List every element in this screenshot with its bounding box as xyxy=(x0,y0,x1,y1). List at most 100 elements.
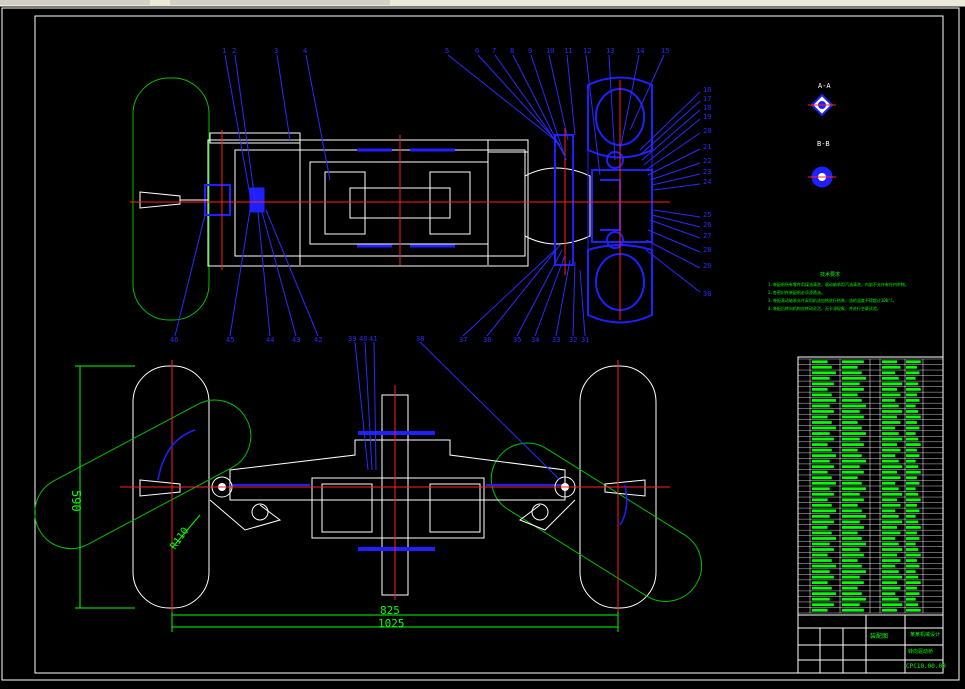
balloon-number: 1 xyxy=(222,47,226,55)
bom-cell-text xyxy=(906,476,917,480)
bom-cell-text xyxy=(882,470,897,474)
bom-cell-text xyxy=(842,426,862,430)
bom-cell-text xyxy=(842,476,858,480)
bom-cell-text xyxy=(812,432,830,435)
dimension-width-inner: 825 xyxy=(380,604,400,617)
bom-cell-text xyxy=(812,520,834,524)
bom-cell-text xyxy=(812,393,832,397)
bom-cell-text xyxy=(842,570,866,573)
bom-cell-text xyxy=(882,481,896,485)
bom-cell-text xyxy=(882,459,899,463)
bom-cell-text xyxy=(882,360,897,364)
bom-cell-text xyxy=(882,476,901,480)
bom-cell-text xyxy=(842,415,864,419)
bom-cell-text xyxy=(882,399,896,402)
bom-cell-text xyxy=(906,581,921,585)
bom-cell-text xyxy=(882,443,897,446)
bom-cell-text xyxy=(906,492,919,496)
steering-cylinder xyxy=(309,161,489,245)
bom-cell-text xyxy=(842,448,858,452)
balloon-number: 40 xyxy=(359,335,367,343)
bom-cell-text xyxy=(842,470,864,474)
bom-cell-text xyxy=(812,553,828,557)
bom-cell-text xyxy=(842,559,858,562)
bom-cell-text xyxy=(906,426,920,430)
bom-cell-text xyxy=(812,448,832,452)
bom-cell-text xyxy=(882,487,899,491)
bom-cell-text xyxy=(842,542,866,546)
bom-cell-text xyxy=(882,570,899,573)
bom-cell-text xyxy=(812,371,836,375)
dimension-height: 590 xyxy=(69,490,83,512)
bom-cell-text xyxy=(882,465,903,469)
bom-cell-text xyxy=(906,559,917,562)
bom-cell-text xyxy=(906,481,920,485)
bom-cell-text xyxy=(906,393,917,397)
balloon-number: 25 xyxy=(703,211,711,219)
bom-cell-text xyxy=(906,382,919,386)
bom-cell-text xyxy=(882,526,897,529)
bom-cell-text xyxy=(812,459,830,463)
bom-cell-text xyxy=(842,437,860,441)
bom-cell-text xyxy=(906,592,920,596)
balloon-number: 4 xyxy=(303,47,307,55)
bom-cell-text xyxy=(906,498,921,502)
bom-cell-text xyxy=(906,548,919,551)
bom-cell-text xyxy=(842,575,860,579)
bom-cell-text xyxy=(812,603,834,607)
note-line-3: 3.装配滚动轴承允许采用机油加热进行热装，油的温度不得超过100°C。 xyxy=(768,297,897,303)
bom-cell-text xyxy=(882,498,897,502)
bom-cell-text xyxy=(812,410,834,413)
balloon-number: 21 xyxy=(703,143,711,151)
bom-cell-text xyxy=(882,492,903,496)
notes-title: 技术要求 xyxy=(820,271,840,278)
bill-of-materials xyxy=(797,356,944,616)
balloon-number: 18 xyxy=(703,104,711,112)
toolbar-segment[interactable] xyxy=(170,0,390,5)
bom-cell-text xyxy=(812,421,832,424)
toolbar-segment[interactable] xyxy=(0,0,150,5)
bom-cell-text xyxy=(812,498,828,502)
bom-cell-text xyxy=(906,365,917,369)
bom-cell-text xyxy=(906,575,919,579)
outer-frame xyxy=(1,7,960,681)
bom-cell-text xyxy=(812,542,830,546)
balloon-number: 44 xyxy=(266,336,274,344)
inner-frame xyxy=(34,15,944,674)
bom-cell-text xyxy=(812,509,836,513)
bom-cell-text xyxy=(882,592,896,596)
balloon-number: 29 xyxy=(703,262,711,270)
bom-cell-text xyxy=(842,608,864,612)
bom-cell-text xyxy=(906,421,917,424)
bom-cell-text xyxy=(906,542,916,546)
bom-cell-text xyxy=(882,454,896,458)
bom-cell-text xyxy=(842,365,858,369)
balloon-number: 37 xyxy=(459,336,467,344)
note-line-1: 1.装配前所有零件用煤油清洗，滚动轴承用汽油清洗，内部不允许有任何杂物。 xyxy=(768,281,909,287)
balloon-number: 7 xyxy=(492,47,496,55)
bom-cell-text xyxy=(906,432,916,435)
balloon-number: 20 xyxy=(703,127,711,135)
bom-cell-text xyxy=(812,465,834,469)
title-part-label: 装配图 xyxy=(870,632,888,640)
bom-cell-text xyxy=(842,548,860,551)
bom-cell-text xyxy=(906,520,919,524)
bom-cell-text xyxy=(842,492,860,496)
section-label-b: B-B xyxy=(817,140,830,148)
bom-cell-text xyxy=(906,526,921,529)
bom-cell-text xyxy=(842,564,862,568)
bom-cell-text xyxy=(882,415,897,419)
bom-cell-text xyxy=(842,432,866,435)
bom-cell-text xyxy=(812,470,828,474)
bom-cell-text xyxy=(812,365,832,369)
title-block: 装配图 某某机械设计 转向驱动桥 CPC10.00.00 xyxy=(797,614,946,674)
balloon-number: 41 xyxy=(369,335,377,343)
bom-cell-text xyxy=(906,371,920,375)
bom-cell-text xyxy=(906,608,921,612)
balloon-number: 28 xyxy=(703,246,711,254)
bom-cell-text xyxy=(882,387,897,391)
bom-cell-text xyxy=(812,360,828,364)
bom-cell-text xyxy=(812,454,836,458)
